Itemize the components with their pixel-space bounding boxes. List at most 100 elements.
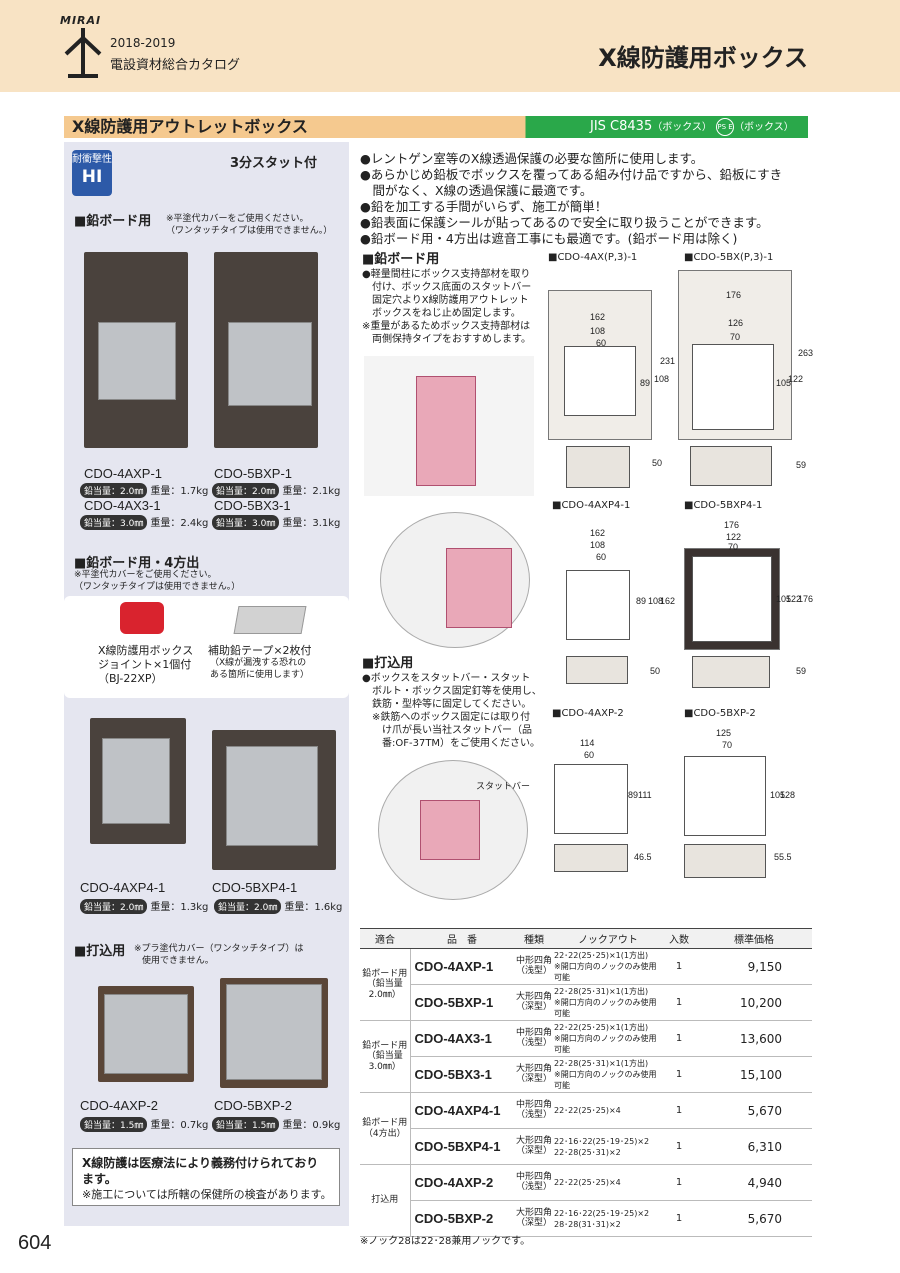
dim-label: 122 <box>726 532 742 542</box>
dim-label: 122 <box>788 374 804 384</box>
model-label: CDO-5BXP-2 <box>214 1098 293 1113</box>
model-label: CDO-5BXP-1 <box>214 466 293 481</box>
badge-main: HI <box>81 167 103 187</box>
table-header-row: 適合 品 番 種類 ノックアウト 入数 標準価格 <box>360 928 812 949</box>
model-cell: CDO-4AX3-1 <box>410 1020 514 1057</box>
model-cell: CDO-4AXP4-1 <box>410 1092 514 1129</box>
qty-cell: 1 <box>662 1092 696 1129</box>
uchikomi-install-note: ●ボックスをスタットバー・スタット <box>362 673 531 684</box>
lead-install-note: ボックスをねじ止め固定します。 <box>362 308 521 319</box>
diagram-box <box>692 344 774 430</box>
pink-box-illustration <box>446 548 512 628</box>
bullet-item: 間がなく、X線の透過保護に最適です。 <box>360 183 593 198</box>
dim-label: 46.5 <box>634 852 652 862</box>
dim-label: 105 <box>776 378 792 388</box>
diagram-box <box>564 346 636 416</box>
uchikomi-install-note: ※鉄筋へのボックス固定には取り付 <box>362 712 531 723</box>
table-row: CDO-5BXP-1 大形四角（深型） 22･28(25･31)×1(1方出)※… <box>360 984 812 1021</box>
dim-label: 60 <box>596 552 607 562</box>
pink-box-illustration <box>420 800 480 860</box>
law-text2: ます。 <box>82 1172 117 1186</box>
lead-equiv-pill: 鉛当量：2.0㎜ <box>212 483 280 498</box>
lead4-note2: （ワンタッチタイプは使用できません。） <box>74 582 241 592</box>
knockout-cell: 22･22(25･25)×4 <box>554 1164 662 1201</box>
logo-text: MIRAI <box>60 14 102 27</box>
qty-cell: 1 <box>662 1164 696 1201</box>
dim-label: 89 <box>636 596 647 606</box>
bullet-item: ●鉛を加工する手間がいらず、施工が簡単！ <box>360 199 608 214</box>
type-cell: 大形四角（深型） <box>514 1128 554 1165</box>
dim-label: 128 <box>780 790 796 800</box>
dim-label: 70 <box>730 332 741 342</box>
table-row: CDO-5BXP4-1 大形四角（深型） 22･16･22(25･19･25)×… <box>360 1128 812 1165</box>
jis-code: JIS C8435 <box>590 119 653 134</box>
lead4-heading: ■鉛ボード用・4方出 <box>74 556 200 571</box>
model-cell: CDO-4AXP-2 <box>410 1164 514 1201</box>
price-cell: 5,670 <box>696 1200 812 1237</box>
lead-board-heading: ■鉛ボード用 <box>74 214 152 229</box>
knockout-text: 22･28(25･31)×1(1方出) <box>554 987 649 996</box>
uchikomi-install-note: 鉄筋・型枠等に固定してください。 <box>362 699 532 710</box>
dim-label: 105 <box>776 594 792 604</box>
diagram-label: ■CDO-5BXP4-1 <box>684 500 763 511</box>
box-joint-image <box>120 602 164 634</box>
dim-label: 176 <box>726 290 742 300</box>
lead-install-note: ●軽量間柱にボックス支持部材を取り <box>362 269 531 280</box>
type-cell: 大形四角（深型） <box>514 1056 554 1093</box>
group-cell: 鉛ボード用（鉛当量2.0㎜） <box>360 948 411 1021</box>
weight-text: 重量：2.4kg <box>150 518 209 529</box>
lead-board-illustration <box>416 376 476 486</box>
catalog-year: 2018-2019 <box>110 36 176 50</box>
column-header: ノックアウト <box>554 928 662 949</box>
model-cell: CDO-5BXP-1 <box>410 984 514 1021</box>
dim-label: 60 <box>596 338 607 348</box>
bullet-item: ●あらかじめ鉛板でボックスを覆ってある組み付け品ですから、鉛板にすき <box>360 167 783 182</box>
model-cell: CDO-5BXP-2 <box>410 1200 514 1237</box>
stud-bar-label: スタットバー <box>476 782 531 792</box>
uchikomi-note1: ※プラ塗代カバー（ワンタッチタイプ）は <box>134 944 304 954</box>
qty-cell: 1 <box>662 1200 696 1237</box>
table-footnote: ※ノック28は22･28兼用ノックです。 <box>360 1236 531 1247</box>
column-header: 入数 <box>662 928 696 949</box>
table-row: CDO-5BXP-2 大形四角（深型） 22･16･22(25･19･25)×2… <box>360 1200 812 1237</box>
lead-install-note: 付け、ボックス底面のスタットバー <box>362 282 532 293</box>
lead-equiv-pill: 鉛当量：1.5㎜ <box>212 1117 280 1132</box>
box-image <box>98 322 176 400</box>
column-header: 品 番 <box>410 928 514 949</box>
joint-caption2: ジョイント×1個付 <box>98 658 192 671</box>
column-header: 標準価格 <box>696 928 812 949</box>
model-cell: CDO-4AXP-1 <box>410 948 514 985</box>
law-text1: X線防護は医療法により義務付けられており <box>82 1156 319 1170</box>
dim-label: 114 <box>580 738 595 748</box>
table-row: 鉛ボード用（4方出） CDO-4AXP4-1 中形四角（浅型） 22･22(25… <box>360 1092 812 1165</box>
dim-label: 162 <box>590 528 606 538</box>
box-image <box>226 746 318 846</box>
bullet-item: ●鉛ボード用・4方出は遮音工事にも最適です。(鉛ボード用は除く) <box>360 231 738 246</box>
diagram-label: ■CDO-5BXP-2 <box>684 708 756 719</box>
uchikomi-install-note: ボルト・ボックス固定釘等を使用し、 <box>362 686 542 697</box>
diagram-box-side <box>554 844 628 872</box>
pse-suffix: （ボックス） <box>734 122 794 133</box>
bullet-item: ●鉛表面に保護シールが貼ってあるので安全に取り扱うことができます。 <box>360 215 769 230</box>
knockout-cell: 22･28(25･31)×1(1方出)※開口方向のノックのみ使用可能 <box>554 984 662 1021</box>
qty-cell: 1 <box>662 1020 696 1057</box>
lead-board-note1: ※平塗代カバーをご使用ください。 <box>166 214 309 224</box>
type-cell: 中形四角（浅型） <box>514 948 554 985</box>
lead-equiv-pill: 鉛当量：1.5㎜ <box>80 1117 148 1132</box>
dim-label: 55.5 <box>774 852 792 862</box>
knockout-text: 22･22(25･25)×1(1方出) <box>554 951 649 960</box>
model-label: CDO-5BXP4-1 <box>212 880 298 895</box>
dim-label: 126 <box>728 318 744 328</box>
knockout-text: 22･22(25･25)×4 <box>554 1106 621 1115</box>
qty-cell: 1 <box>662 948 696 985</box>
dim-label: 125 <box>716 728 732 738</box>
dim-label: 111 <box>638 790 652 800</box>
price-cell: 4,940 <box>696 1164 812 1201</box>
model-label: CDO-5BX3-1 <box>214 498 291 513</box>
uchikomi-install-note: け爪が長い当社スタットバー（品 <box>362 725 532 736</box>
lead-equiv-pill: 鉛当量：2.0㎜ <box>80 483 148 498</box>
